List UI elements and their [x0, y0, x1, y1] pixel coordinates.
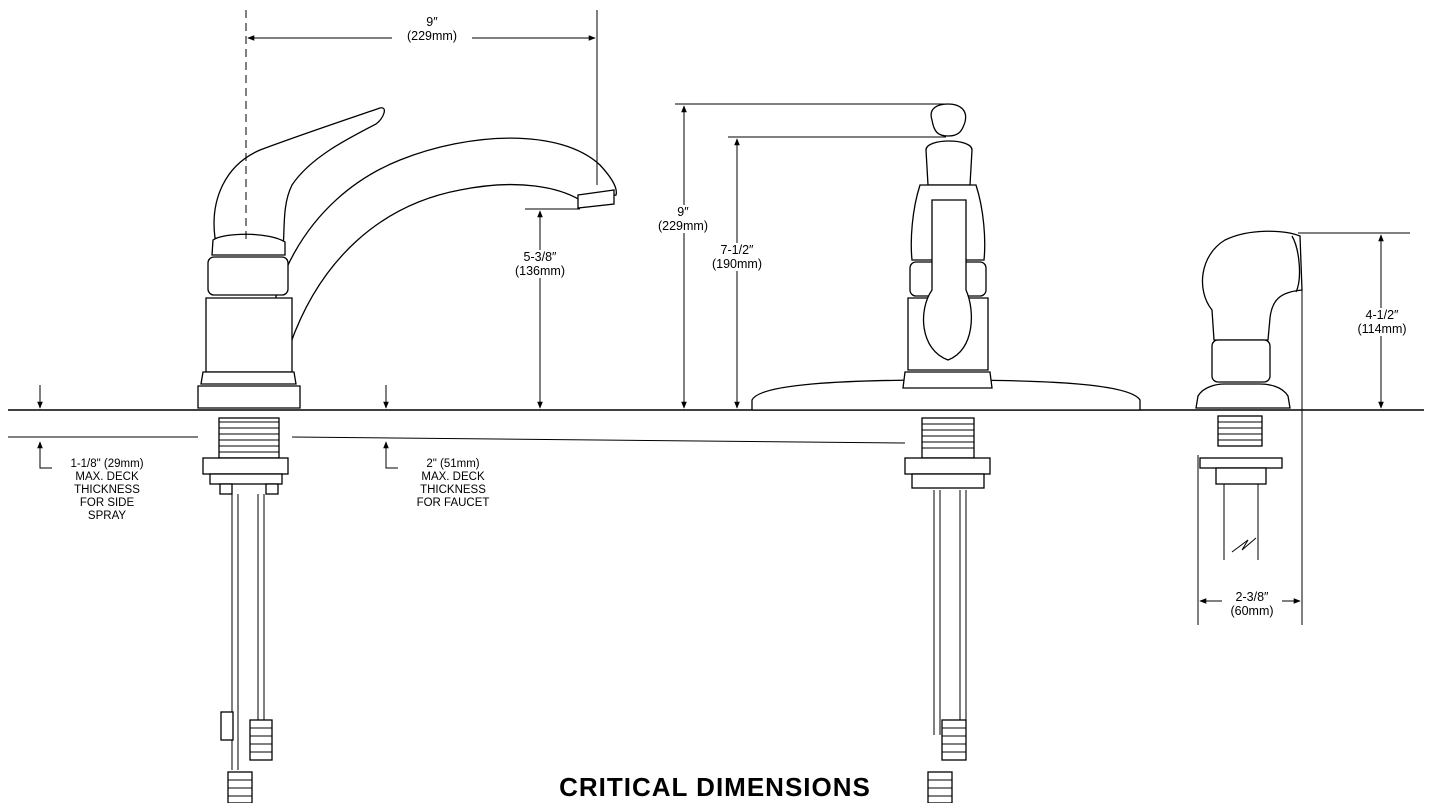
faucet-front-view-icon	[751, 103, 1141, 803]
spout-height-label: 5-3/8″ (136mm)	[505, 250, 575, 278]
spout-reach-label: 9″ (229mm)	[392, 15, 472, 43]
spray-width-label: 2-3/8″ (60mm)	[1230, 590, 1274, 618]
page-title: CRITICAL DIMENSIONS	[559, 772, 871, 802]
spray-height-label: 4-1/2″ (114mm)	[1345, 308, 1419, 336]
faucet-side-view-icon	[197, 107, 618, 803]
side-spray-deck-note: 1-1/8" (29mm) MAX. DECK THICKNESS FOR SI…	[70, 458, 144, 522]
side-spray-view-icon	[1195, 230, 1303, 560]
overall-height-label: 9″ (229mm)	[648, 205, 718, 233]
deck-underside-mid	[291, 436, 906, 444]
faucet-deck-note: 2" (51mm) MAX. DECK THICKNESS FOR FAUCET	[416, 458, 490, 509]
handle-height-label: 7-1/2″ (190mm)	[700, 243, 774, 271]
